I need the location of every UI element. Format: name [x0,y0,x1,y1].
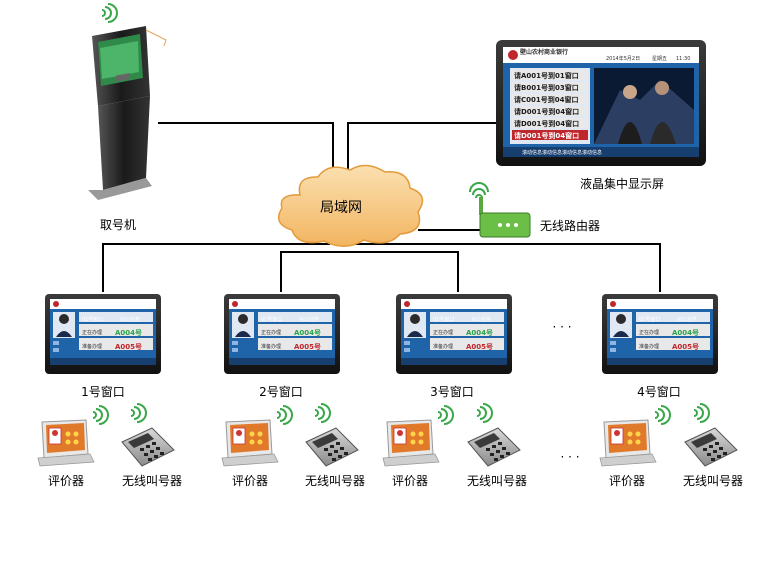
evaluator-device [599,419,657,467]
svg-text:正在办理: 正在办理 [639,329,659,336]
svg-text:A005号: A005号 [115,342,142,351]
evaluator-label: 评价器 [232,474,268,488]
caller-label: 无线叫号器 [305,474,365,488]
window-label-3: 3号窗口 [430,385,474,399]
wifi-icon [693,403,710,423]
svg-text:对公业务: 对公业务 [120,316,140,323]
svg-text:正在办理: 正在办理 [82,329,102,336]
ticket-kiosk [88,3,167,200]
svg-text:01号窗口: 01号窗口 [639,316,660,323]
svg-text:正在办理: 正在办理 [261,329,281,336]
main-time: 11:30 [676,56,690,62]
lan-label: 局域网 [320,200,362,216]
svg-text:准备办理: 准备办理 [82,343,102,350]
evaluator-label: 评价器 [392,474,428,488]
svg-text:A005号: A005号 [466,342,493,351]
wifi-icon [314,403,331,423]
svg-text:准备办理: 准备办理 [261,343,281,350]
queue-row: 请C001号到04窗口 [514,95,579,104]
evaluator-device [37,419,95,467]
evaluator-label: 评价器 [609,474,645,488]
svg-text:A004号: A004号 [466,328,493,337]
ellipsis-top: · · · [552,320,571,334]
wifi-icon [276,405,293,425]
main-bank-name: 壁山农村商业银行 [520,48,568,56]
evaluator-device [382,419,440,467]
caller-device [467,427,521,467]
evaluator-label: 评价器 [48,474,84,488]
wireless-router [469,182,531,238]
queue-row: 请D001号到04窗口 [514,107,579,116]
window-screen-2: 01号窗口 对公业务 正在办理 A004号 准备办理 A005号 [224,294,340,374]
caller-device [305,427,359,467]
router-label: 无线路由器 [540,218,600,233]
main-date: 2014年5月2日 [606,55,640,62]
main-ticker: 滚动信息滚动信息滚动信息滚动信息 [522,149,602,156]
caller-label: 无线叫号器 [467,474,527,488]
wifi-icon [101,3,118,23]
caller-device [684,427,738,467]
svg-text:准备办理: 准备办理 [433,343,453,350]
window-label-4: 4号窗口 [637,385,681,399]
wifi-icon [92,405,109,425]
wifi-icon [654,405,671,425]
wifi-icon [130,403,147,423]
queue-row: 请B001号到03窗口 [514,83,579,92]
ellipsis-bottom: · · · [560,450,579,464]
svg-text:01号窗口: 01号窗口 [261,316,282,323]
caller-device [121,427,175,467]
wifi-icon [437,405,454,425]
svg-text:01号窗口: 01号窗口 [82,316,103,323]
svg-text:A005号: A005号 [672,342,699,351]
window-label-2: 2号窗口 [259,385,303,399]
queue-row: 请A001号到01窗口 [514,71,579,80]
main-weekday: 星期五 [652,56,667,62]
svg-text:A004号: A004号 [294,328,321,337]
bank-logo-icon [508,50,518,60]
queue-row: 请D001号到04窗口 [514,119,579,128]
window-screen-3: 01号窗口 对公业务 正在办理 A004号 准备办理 A005号 [396,294,512,374]
svg-text:01号窗口: 01号窗口 [433,316,454,323]
svg-text:正在办理: 正在办理 [433,329,453,336]
queue-row-highlight: 请D001号到04窗口 [514,131,579,140]
svg-text:准备办理: 准备办理 [639,343,659,350]
window-screen-4: 01号窗口 对公业务 正在办理 A004号 准备办理 A005号 [602,294,718,374]
svg-text:A004号: A004号 [115,328,142,337]
wifi-icon [469,182,489,199]
svg-text:对公业务: 对公业务 [299,316,319,323]
main-display-label: 液晶集中显示屏 [580,176,664,191]
main-lcd-display: 壁山农村商业银行 2014年5月2日 星期五 11:30 请A001号到01窗口… [496,40,706,166]
kiosk-label: 取号机 [100,218,136,232]
caller-label: 无线叫号器 [122,474,182,488]
svg-text:A005号: A005号 [294,342,321,351]
wifi-icon [476,403,493,423]
evaluator-device [221,419,279,467]
window-screen-1: 01号窗口 对公业务 正在办理 A004号 准备办理 A005号 [45,294,161,374]
window-label-1: 1号窗口 [81,385,125,399]
network-links [102,122,661,292]
svg-text:对公业务: 对公业务 [471,316,491,323]
lan-cloud: 局域网 [277,164,424,247]
caller-label: 无线叫号器 [683,474,743,488]
svg-text:A004号: A004号 [672,328,699,337]
svg-text:对公业务: 对公业务 [677,316,697,323]
